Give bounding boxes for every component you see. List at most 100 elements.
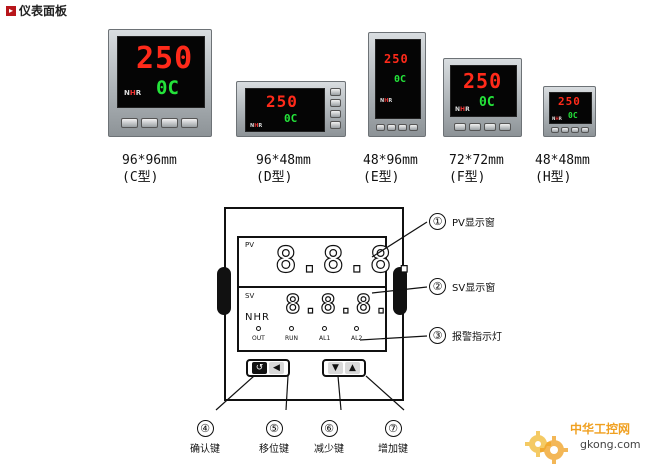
callout-shift-key: ⑤ 移位键	[259, 420, 289, 455]
sv-readout: 0C	[284, 112, 298, 125]
pv-tag: PV	[245, 241, 255, 249]
up-key[interactable]	[330, 121, 341, 129]
pv-readout: 250	[463, 69, 503, 93]
led-al1	[322, 326, 327, 331]
confirm-key[interactable]	[454, 123, 466, 131]
meter-type: (C型)	[122, 170, 159, 185]
callout-text: SV显示窗	[452, 283, 496, 294]
sv-readout: 0C	[394, 74, 407, 85]
meter-e: 250 0C NHR	[368, 32, 426, 137]
up-key[interactable]	[581, 127, 589, 133]
shift-key[interactable]	[469, 123, 481, 131]
meter-keys	[454, 123, 511, 131]
diagram-logo: NHR	[245, 312, 270, 323]
brand-logo: NHR	[124, 89, 142, 97]
callout-text: 报警指示灯	[452, 332, 502, 343]
down-key[interactable]: ▼	[328, 362, 343, 374]
confirm-key[interactable]: ↺	[252, 362, 267, 374]
up-arrow-icon: ▲	[349, 363, 356, 373]
meter-keys	[376, 124, 418, 131]
watermark-cn: 中华工控网	[570, 422, 631, 436]
sv-digits: 8.8.8.	[284, 289, 391, 320]
confirm-icon: ↺	[255, 363, 264, 373]
shift-key[interactable]	[330, 99, 341, 107]
led-al2	[354, 326, 359, 331]
watermark: 中华工控网 gkong.com	[524, 418, 656, 468]
down-key[interactable]	[161, 118, 178, 128]
sv-tag: SV	[245, 292, 255, 300]
section-heading: ▸ 仪表面板	[6, 2, 67, 19]
led-out	[256, 326, 261, 331]
meter-keys	[121, 118, 198, 128]
callout-text: 确认键	[190, 444, 220, 455]
meter-c-caption: 96*96mm (C型)	[122, 152, 177, 186]
meter-type: (H型)	[535, 170, 572, 185]
led-label-al1: AL1	[319, 335, 331, 342]
meter-screen: 250 0C NHR	[117, 36, 205, 108]
meter-f: 250 0C NHR	[443, 58, 522, 137]
callout-number: ④	[196, 420, 214, 437]
down-key[interactable]	[484, 123, 496, 131]
sv-readout: 0C	[568, 111, 578, 120]
callout-number: ⑤	[265, 420, 283, 437]
up-key[interactable]	[499, 123, 511, 131]
meter-keys	[551, 127, 589, 133]
pv-digits: 8.8.8.	[274, 239, 418, 281]
led-label-run: RUN	[285, 335, 299, 342]
callout-text: PV显示窗	[452, 218, 495, 229]
callout-alarm-lights: ③ 报警指示灯	[429, 327, 502, 344]
callout-number: ⑥	[320, 420, 338, 437]
left-key-group: ↺ ◀	[246, 359, 290, 377]
shift-key[interactable]	[387, 124, 396, 131]
meter-screen: 250 0C NHR	[549, 92, 592, 124]
callout-number: ⑦	[384, 420, 402, 437]
meter-d: 250 0C NHR	[236, 81, 346, 137]
meter-size: 48*96mm	[363, 153, 418, 168]
up-key[interactable]	[181, 118, 198, 128]
meter-screen: 250 0C NHR	[245, 88, 325, 132]
meter-h-caption: 48*48mm (H型)	[535, 152, 590, 186]
watermark-en: gkong.com	[580, 438, 641, 451]
callout-sv-window: ② SV显示窗	[429, 278, 495, 295]
led-run	[289, 326, 294, 331]
confirm-key[interactable]	[376, 124, 385, 131]
right-latch	[393, 267, 407, 315]
down-key[interactable]	[571, 127, 579, 133]
down-arrow-icon: ▼	[332, 363, 339, 373]
meter-size: 96*48mm	[256, 153, 311, 168]
callout-pv-window: ① PV显示窗	[429, 213, 495, 230]
meter-d-caption: 96*48mm (D型)	[256, 152, 311, 186]
up-key[interactable]	[409, 124, 418, 131]
pv-readout: 250	[558, 95, 581, 108]
meter-f-caption: 72*72mm (F型)	[449, 152, 504, 186]
confirm-key[interactable]	[330, 88, 341, 96]
sv-readout: 0C	[479, 95, 495, 110]
confirm-key[interactable]	[121, 118, 138, 128]
shift-key[interactable]: ◀	[269, 362, 284, 374]
meter-keys	[330, 88, 341, 129]
meter-size: 48*48mm	[535, 153, 590, 168]
up-key[interactable]: ▲	[345, 362, 360, 374]
meter-type: (F型)	[449, 170, 486, 185]
down-key[interactable]	[398, 124, 407, 131]
shift-key[interactable]	[141, 118, 158, 128]
shift-key[interactable]	[561, 127, 569, 133]
led-label-al2: AL2	[351, 335, 363, 342]
right-key-group: ▼ ▲	[322, 359, 366, 377]
meter-size: 72*72mm	[449, 153, 504, 168]
down-key[interactable]	[330, 110, 341, 118]
confirm-key[interactable]	[551, 127, 559, 133]
callout-down-key: ⑥ 减少键	[314, 420, 344, 455]
meter-h: 250 0C NHR	[543, 86, 596, 137]
meter-screen: 250 0C NHR	[450, 65, 517, 117]
sv-readout: 0C	[156, 77, 179, 99]
led-label-out: OUT	[252, 335, 265, 342]
callout-text: 减少键	[314, 444, 344, 455]
pv-readout: 250	[384, 52, 409, 66]
callout-text: 增加键	[378, 444, 408, 455]
section-title: 仪表面板	[19, 4, 68, 18]
brand-logo: NHR	[455, 106, 470, 113]
left-arrow-icon: ◀	[273, 363, 280, 373]
meter-screen: 250 0C NHR	[375, 39, 421, 119]
